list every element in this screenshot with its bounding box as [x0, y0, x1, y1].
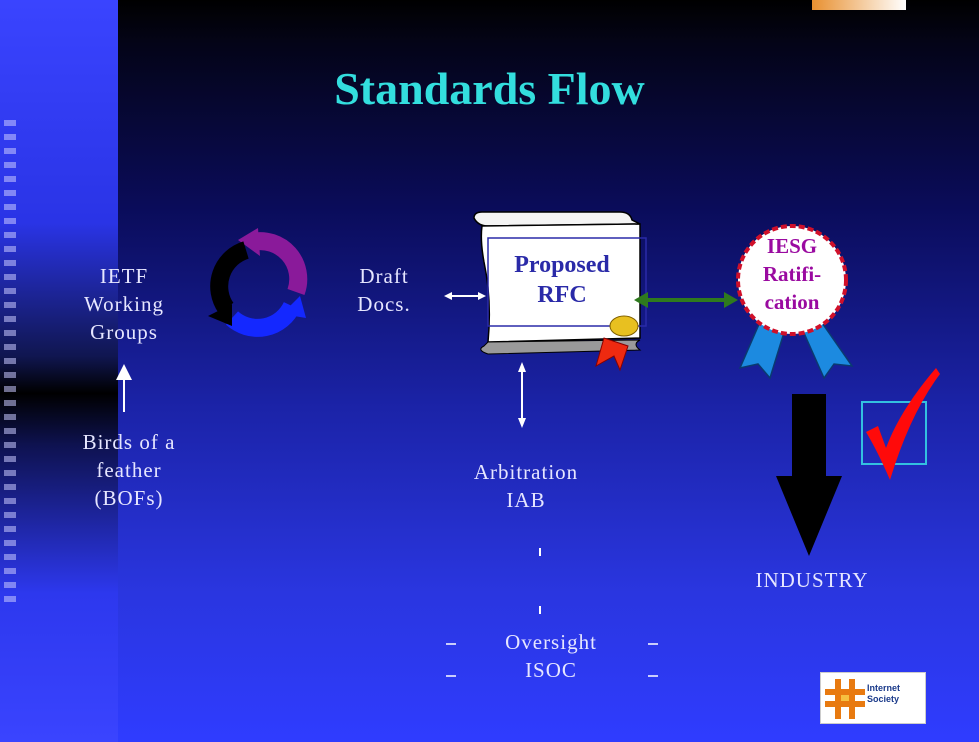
checkmark-icon [861, 368, 940, 480]
slide-title: Standards Flow [334, 63, 645, 114]
ratification-down-arrow [776, 394, 842, 556]
drafts-rfc-double-arrow [444, 292, 486, 300]
dot-column-decoration [4, 120, 16, 610]
industry-label: INDUSTRY [755, 568, 869, 592]
arbitration-oversight-arrows [446, 548, 658, 677]
internet-society-logo: Internet Society [820, 672, 926, 724]
working-groups-label: IETF Working Groups [84, 264, 164, 344]
rfc-scroll-icon [473, 211, 647, 372]
oversight-label: Oversight ISOC [505, 630, 597, 682]
proposed-rfc-label: Proposed RFC [514, 252, 610, 308]
iesg-ratification-label: IESG Ratifi- cation [762, 234, 822, 314]
bofs-label: Birds of a feather (BOFs) [82, 430, 176, 510]
rfc-iesg-double-arrow [634, 292, 738, 308]
top-logo-fragment [812, 0, 906, 10]
drafts-label: Draft Docs. [357, 264, 411, 316]
arbitration-label: Arbitration IAB [473, 460, 579, 512]
logo-text: Internet Society [867, 683, 901, 704]
logo-mark-icon [825, 679, 865, 719]
rfc-arbitration-double-arrow [518, 362, 526, 428]
award-ribbon-icon [736, 224, 854, 380]
cycle-arrows-icon [208, 228, 308, 337]
left-accent-bar [0, 0, 118, 742]
